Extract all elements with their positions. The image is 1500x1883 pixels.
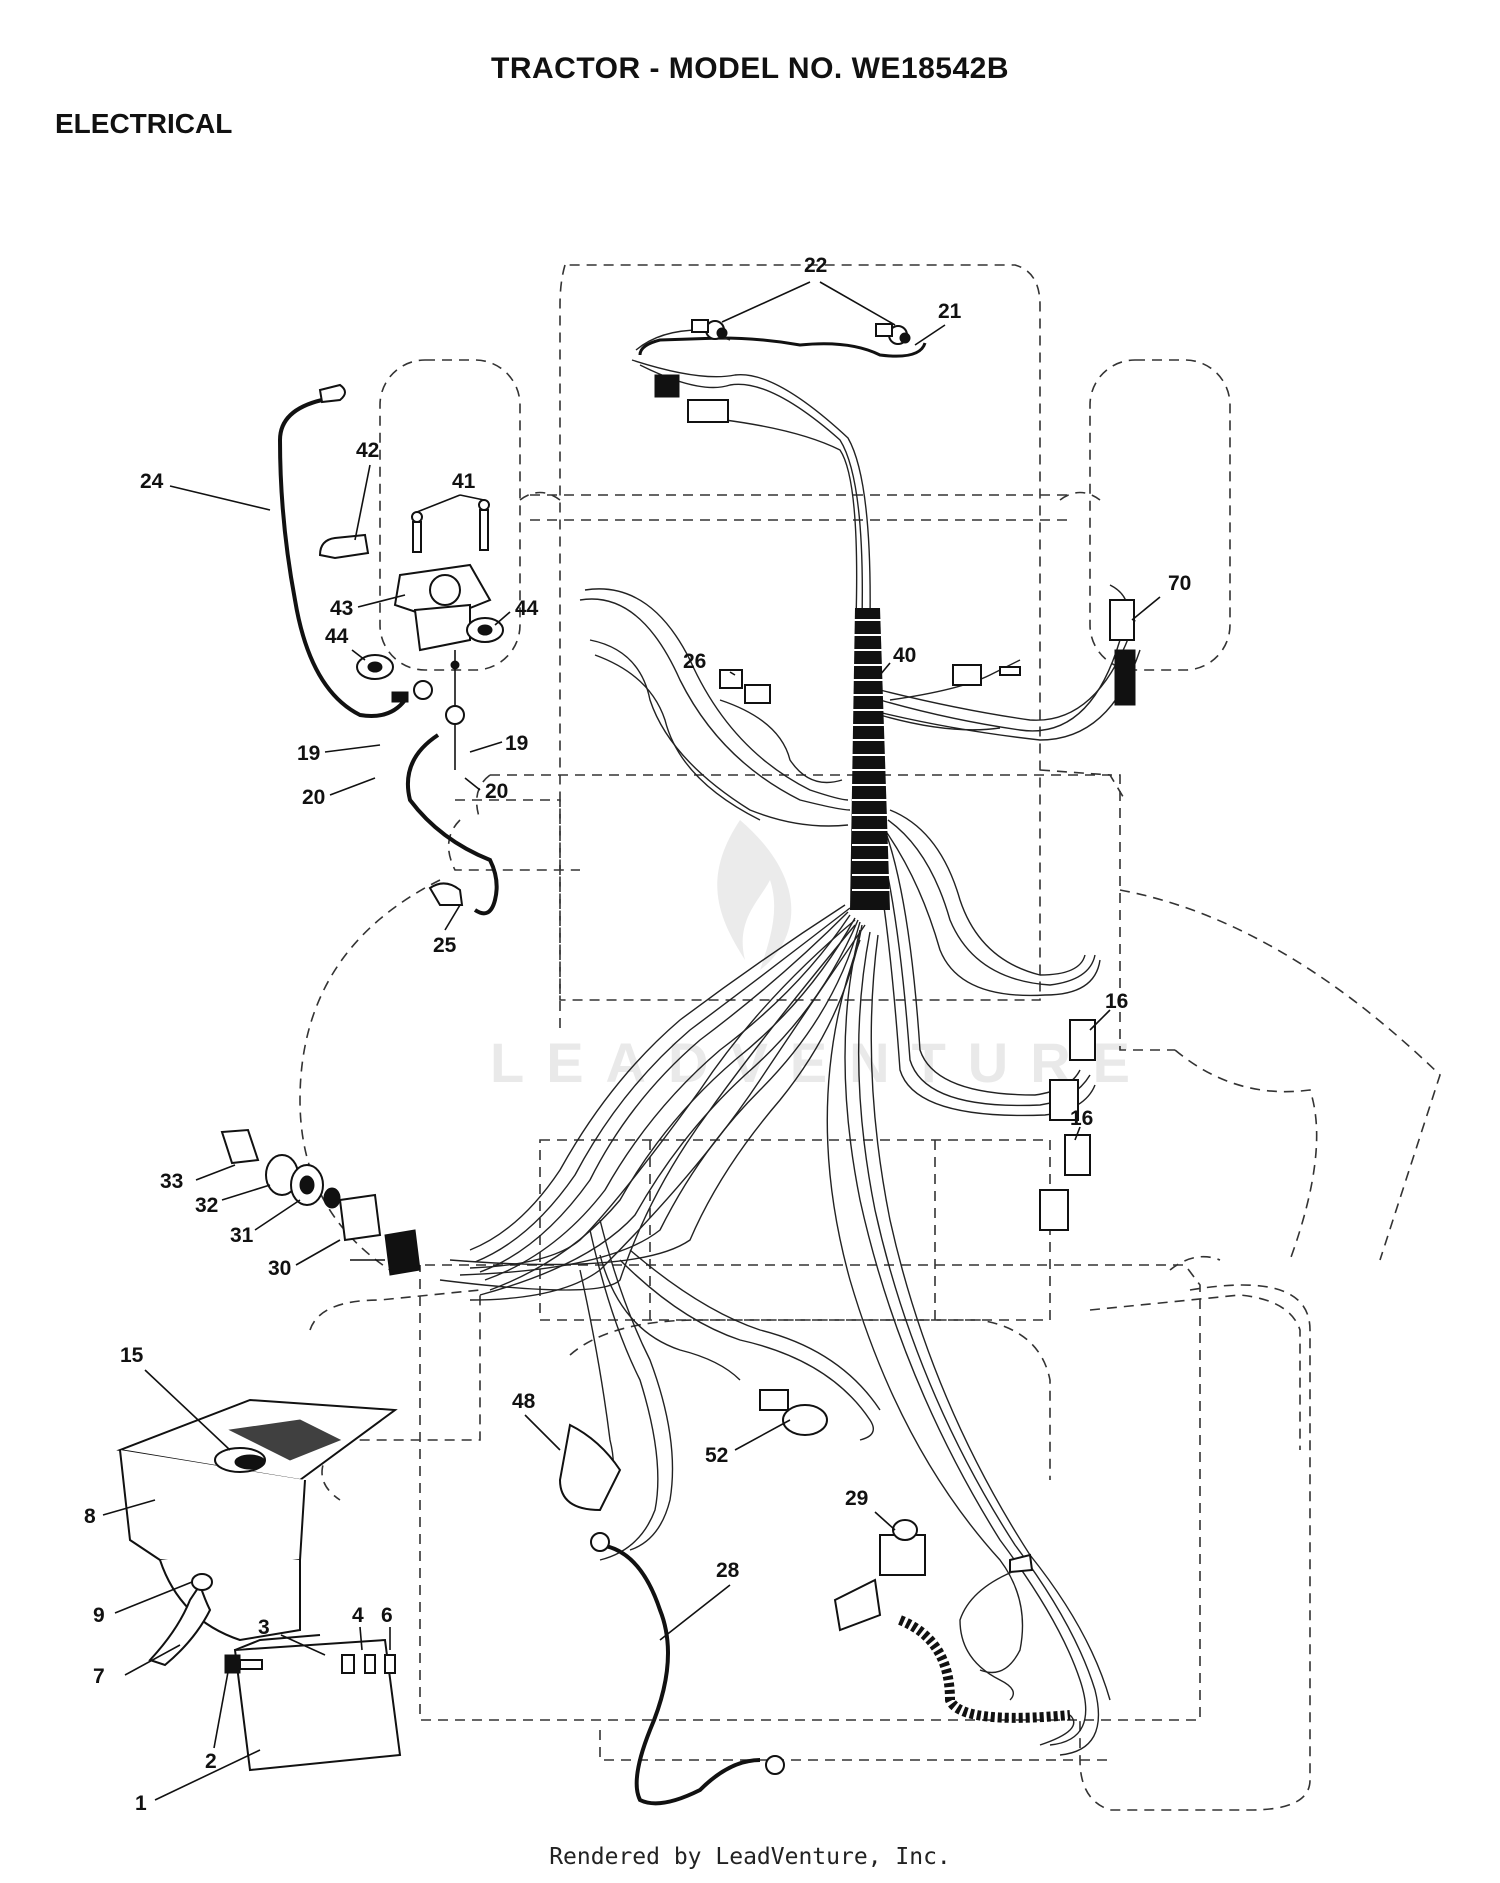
callout-4: 4: [352, 1604, 364, 1627]
callout-29: 29: [845, 1487, 868, 1510]
callout-52: 52: [705, 1444, 728, 1467]
callout-3: 3: [258, 1616, 270, 1639]
callout-9: 9: [93, 1604, 105, 1627]
callout-26: 26: [683, 650, 706, 673]
callout-19-right: 19: [505, 732, 528, 755]
callout-48: 48: [512, 1390, 536, 1413]
callout-7: 7: [93, 1665, 105, 1688]
callout-8: 8: [84, 1505, 96, 1528]
callout-44-right: 44: [515, 597, 539, 620]
callout-20-right: 20: [485, 780, 508, 803]
callout-44-left: 44: [325, 625, 349, 648]
callout-70: 70: [1168, 572, 1191, 595]
callout-28: 28: [716, 1559, 740, 1582]
callout-42: 42: [356, 439, 379, 462]
tractor-outline: [299, 264, 1441, 1811]
callout-31: 31: [230, 1224, 254, 1247]
callout-15: 15: [120, 1344, 144, 1367]
page-title: TRACTOR - MODEL NO. WE18542B: [491, 52, 1009, 85]
wire-harness: [439, 359, 1141, 1756]
callout-43: 43: [330, 597, 353, 620]
callout-21: 21: [938, 300, 962, 323]
callout-33: 33: [160, 1170, 183, 1193]
ignition-switch-assembly: [220, 1128, 421, 1276]
callout-40: 40: [893, 644, 916, 667]
callout-leaders: [102, 281, 1161, 1801]
callout-24: 24: [140, 470, 164, 493]
headlight-assembly: [635, 319, 927, 423]
callout-22: 22: [804, 254, 827, 277]
callout-30: 30: [268, 1257, 291, 1280]
callout-6: 6: [381, 1604, 393, 1627]
callout-25: 25: [433, 934, 457, 957]
battery-box-assembly: [116, 1398, 402, 1772]
callout-1: 1: [135, 1792, 147, 1815]
callout-20-left: 20: [302, 786, 325, 809]
harness-sheath-coil: [850, 608, 890, 910]
solenoid-assembly: [318, 499, 504, 770]
connectors-and-switches: [558, 599, 1136, 1746]
watermark-text: LEADVENTURE: [490, 1031, 1153, 1094]
callout-2: 2: [205, 1750, 217, 1773]
callout-19-left: 19: [297, 742, 320, 765]
callout-16-lower: 16: [1070, 1107, 1093, 1130]
watermark-logo: [717, 820, 792, 970]
callout-41: 41: [452, 470, 476, 493]
footer-credit: Rendered by LeadVenture, Inc.: [549, 1844, 951, 1870]
battery-cables: [277, 383, 785, 1806]
section-title: ELECTRICAL: [55, 108, 233, 139]
callout-labels: 1 2 3 4 6 7 8 9 15 16 16 19 19 20 20 21 …: [84, 254, 1191, 1815]
callout-16-upper: 16: [1105, 990, 1128, 1013]
callout-32: 32: [195, 1194, 218, 1217]
